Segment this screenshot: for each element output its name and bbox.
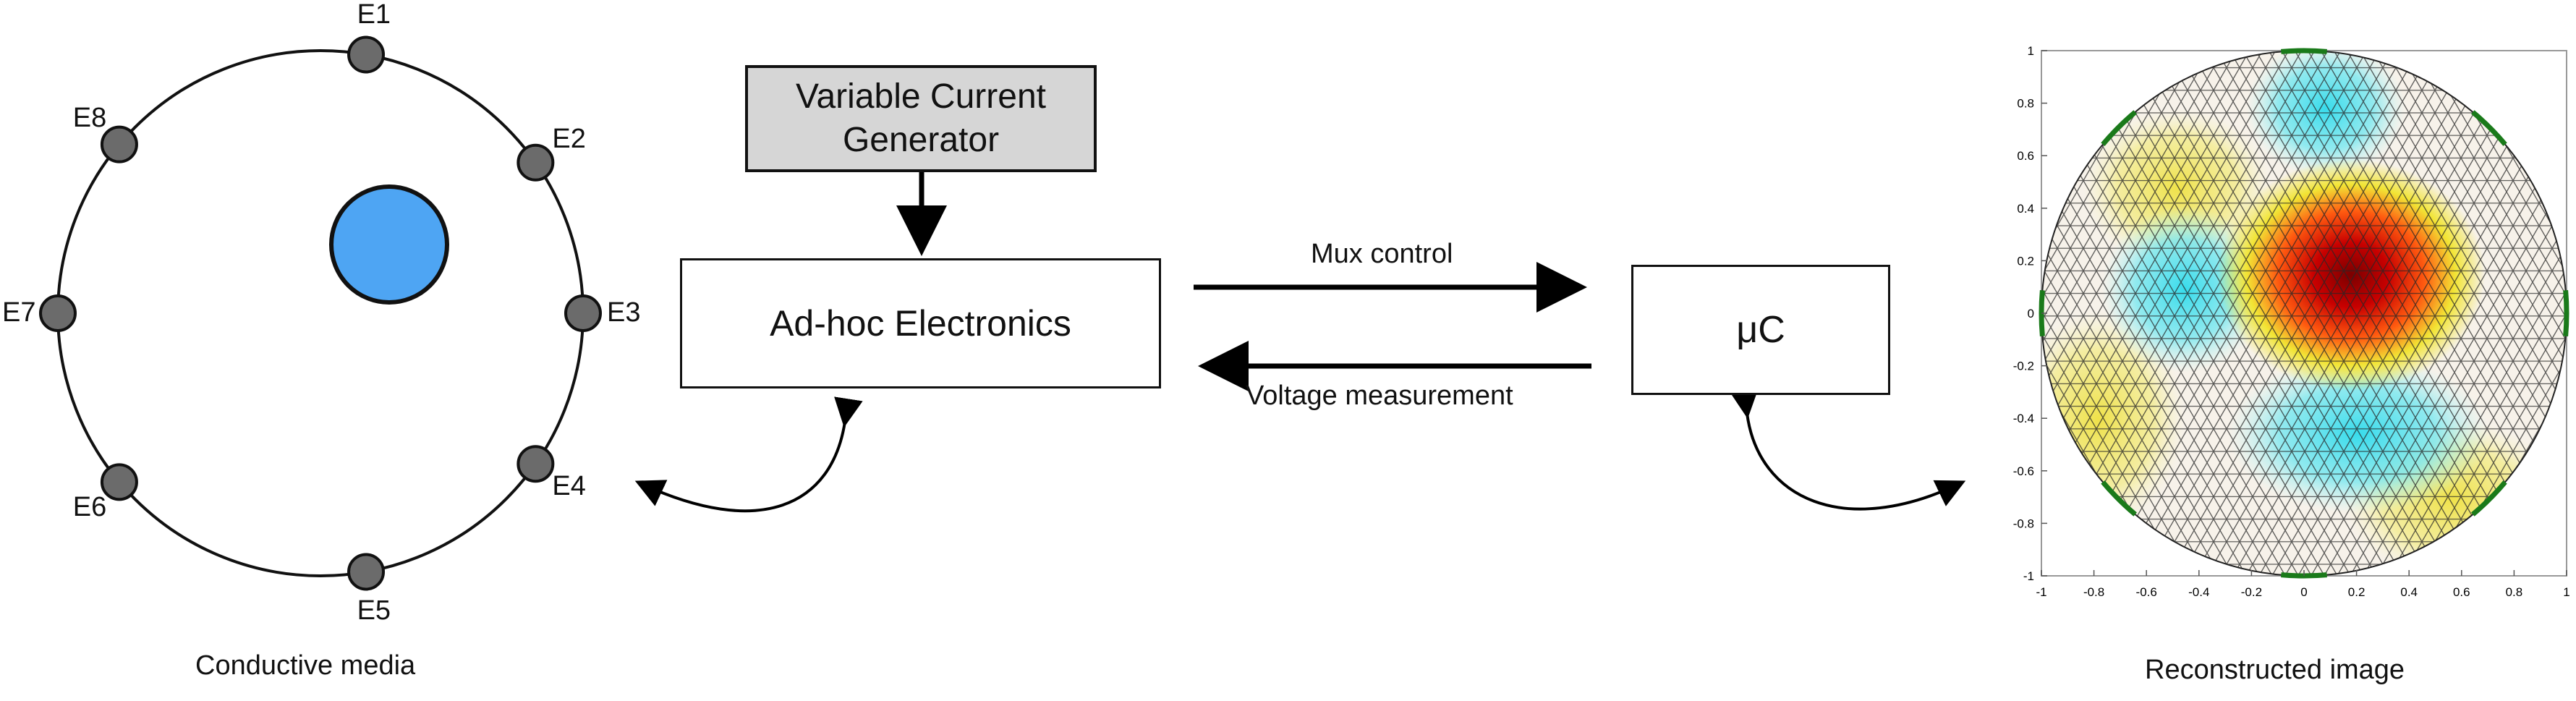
x-tick-label: -0.4 xyxy=(2188,585,2209,599)
conductive-media-caption: Conductive media xyxy=(195,650,416,681)
electrode-label-e3: E3 xyxy=(607,297,641,328)
electrode-markers xyxy=(2039,48,2569,579)
electrode-label-e2: E2 xyxy=(552,124,586,155)
electrode-e7 xyxy=(39,294,77,332)
electrode-e2 xyxy=(517,143,555,182)
electrode-label-e5: E5 xyxy=(357,595,391,626)
electronics-label: Ad-hoc Electronics xyxy=(770,303,1071,344)
generator-label-line2: Generator xyxy=(842,121,1000,159)
y-tick-label: -0.8 xyxy=(2013,517,2034,530)
electrode-label-e8: E8 xyxy=(72,103,107,134)
y-tick-label: -0.4 xyxy=(2013,412,2034,425)
x-axis-ticks: -1 -0.8 -0.6 -0.4 -0.2 0 0.2 0.4 0.6 0.8 1 xyxy=(2036,570,2570,599)
y-tick-label: -0.6 xyxy=(2013,464,2034,478)
x-tick-label: 1 xyxy=(2563,585,2569,599)
reconstructed-image-caption: Reconstructed image xyxy=(2145,655,2405,685)
variable-current-generator-box: Variable Current Generator xyxy=(745,65,1097,172)
x-tick-label: 0.4 xyxy=(2400,585,2418,599)
electrode-e6 xyxy=(100,463,138,501)
x-tick-label: 0.8 xyxy=(2506,585,2523,599)
electrode-marker xyxy=(2039,290,2045,336)
voltage-measurement-label: Voltage measurement xyxy=(1246,381,1513,411)
inclusion-circle xyxy=(329,184,449,305)
y-tick-label: 0.8 xyxy=(2017,97,2034,111)
reconstruction-field xyxy=(2041,51,2567,576)
microcontroller-box: μC xyxy=(1631,265,1890,395)
electrode-marker xyxy=(2471,480,2507,517)
electrode-label-e4: E4 xyxy=(552,470,586,501)
reconstructed-image-plot: -1 -0.8 -0.6 -0.4 -0.2 0 0.2 0.4 0.6 0.8 1 1 0.8 0.6… xyxy=(2013,44,2570,599)
electrode-e3 xyxy=(564,294,602,332)
conductive-media-panel xyxy=(39,35,602,591)
microcontroller-label: μC xyxy=(1736,309,1785,351)
electrode-marker xyxy=(2471,110,2507,146)
electronics-media-link-arrow xyxy=(634,396,863,513)
y-axis-ticks: 1 0.8 0.6 0.4 0.2 0 -0.2 -0.4 -0.6 -0.8 -1 xyxy=(2013,44,2047,583)
electrode-marker xyxy=(2101,110,2137,146)
electrode-e4 xyxy=(517,445,555,483)
y-tick-label: 0 xyxy=(2028,307,2034,320)
electrode-e5 xyxy=(347,553,386,591)
electrode-marker xyxy=(2281,572,2327,579)
x-tick-label: -0.2 xyxy=(2241,585,2262,599)
conductive-media-ring xyxy=(56,49,585,577)
electrode-e8 xyxy=(100,125,138,163)
mux-control-label: Mux control xyxy=(1311,239,1453,269)
ad-hoc-electronics-box: Ad-hoc Electronics xyxy=(680,258,1161,388)
generator-label-line1: Variable Current xyxy=(796,77,1046,116)
electrode-e1 xyxy=(347,35,386,74)
controller-image-link-arrow xyxy=(1730,388,1966,511)
y-tick-label: 0.2 xyxy=(2017,254,2034,268)
y-tick-label: 1 xyxy=(2028,44,2034,58)
x-tick-label: 0 xyxy=(2300,585,2307,599)
x-tick-label: 0.2 xyxy=(2348,585,2365,599)
electrode-group xyxy=(39,35,602,591)
y-tick-label: -1 xyxy=(2023,569,2034,583)
electrode-label-e6: E6 xyxy=(72,491,107,522)
x-tick-label: 0.6 xyxy=(2453,585,2470,599)
x-tick-label: -1 xyxy=(2036,585,2046,599)
x-tick-label: -0.8 xyxy=(2083,585,2104,599)
y-tick-label: 0.6 xyxy=(2017,149,2034,163)
y-tick-label: 0.4 xyxy=(2017,202,2034,216)
electrode-marker xyxy=(2563,290,2569,336)
electrode-label-e7: E7 xyxy=(2,297,36,328)
y-tick-label: -0.2 xyxy=(2013,360,2034,373)
electrode-marker xyxy=(2101,480,2137,517)
electrode-label-e1: E1 xyxy=(357,0,391,30)
x-tick-label: -0.6 xyxy=(2136,585,2157,599)
